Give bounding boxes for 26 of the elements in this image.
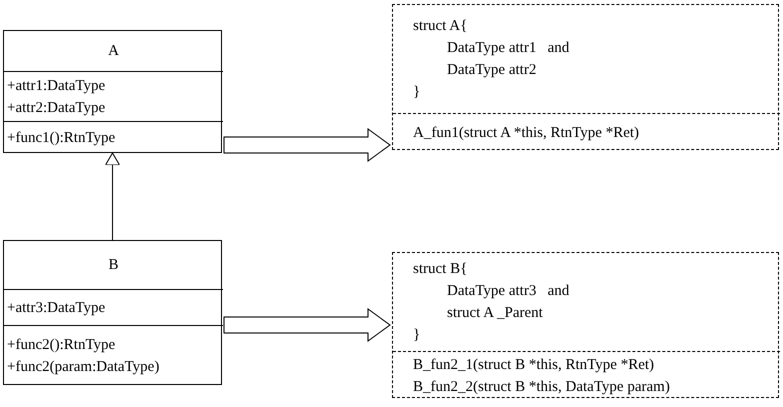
member-text: +func2():RtnType xyxy=(6,336,116,355)
member-text: +attr1:DataType xyxy=(6,76,106,96)
code-line: struct B{ xyxy=(412,260,468,279)
member-text: +attr2:DataType xyxy=(6,98,106,118)
code-line: } xyxy=(412,326,422,345)
member-text: +func1():RtnType xyxy=(6,129,116,148)
code-line: struct A{ xyxy=(412,17,468,36)
code-line: DataType attr2 xyxy=(446,61,538,80)
inheritance-arrow xyxy=(105,152,120,240)
struct-box xyxy=(392,252,779,398)
struct-box xyxy=(392,4,779,150)
member-text: +func2(param:DataType) xyxy=(6,358,160,377)
member-text: +attr3:DataType xyxy=(6,298,106,318)
block-arrow xyxy=(224,128,391,162)
code-line: B_fun2_1(struct B *this, RtnType *Ret) xyxy=(412,356,656,374)
class-box xyxy=(3,30,222,153)
class-name: A xyxy=(108,42,119,61)
code-line: A_fun1(struct A *this, RtnType *Ret) xyxy=(412,124,640,142)
code-line: struct A _Parent xyxy=(446,304,544,323)
code-line: B_fun2_2(struct B *this, DataType param) xyxy=(412,378,671,396)
class-name: B xyxy=(108,256,118,275)
code-line: } xyxy=(412,83,422,102)
class-box xyxy=(3,240,222,385)
code-line: DataType attr3 and xyxy=(446,282,570,301)
code-line: DataType attr1 and xyxy=(446,39,570,58)
block-arrow xyxy=(224,308,391,342)
